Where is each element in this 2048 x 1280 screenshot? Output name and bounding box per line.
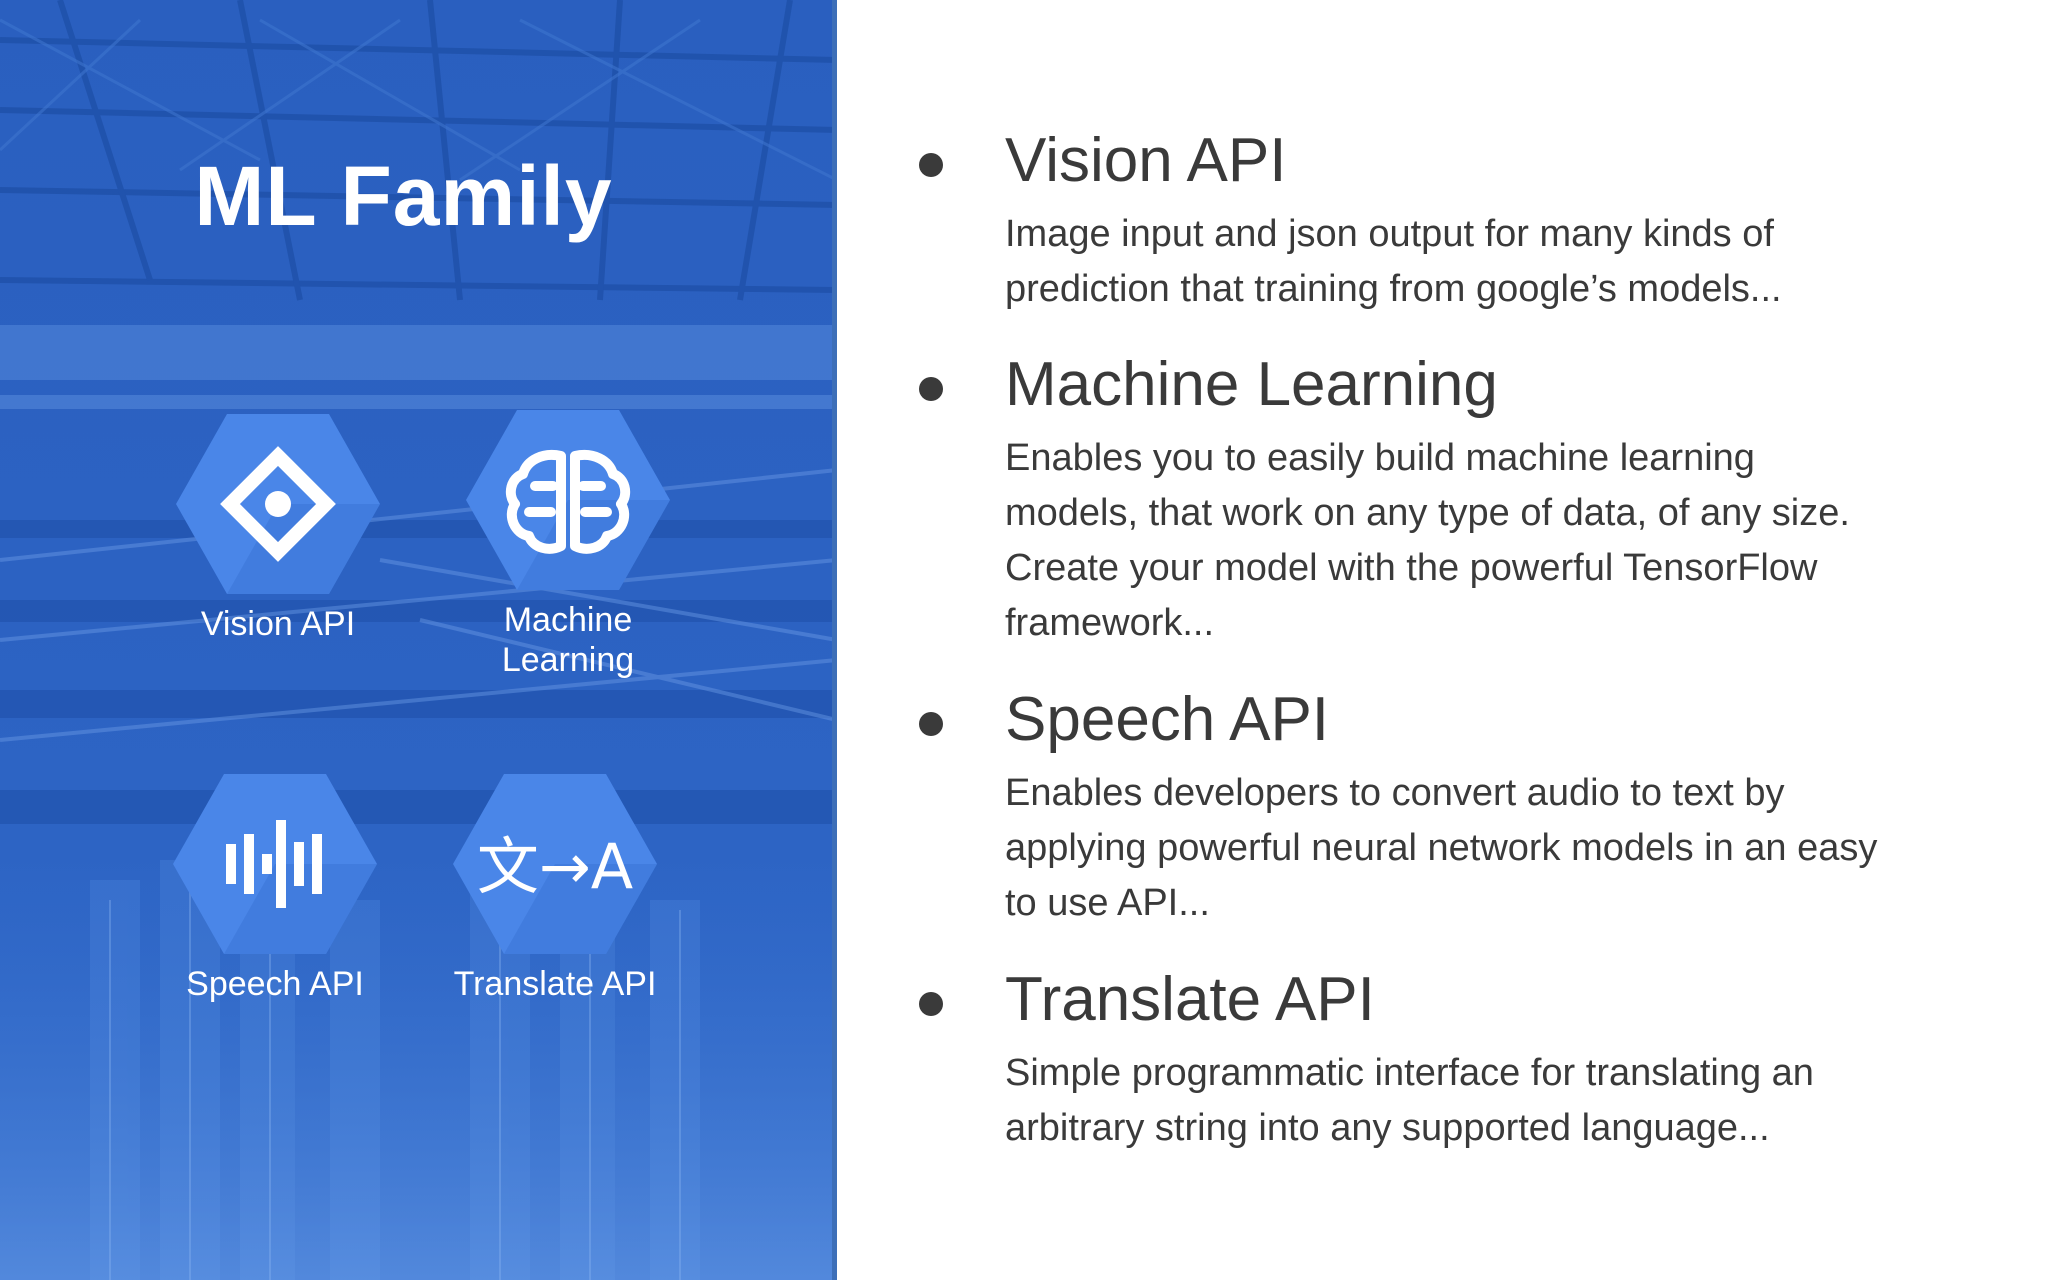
item-title: Vision API [1005, 126, 1287, 195]
product-translate-api: 文→A Translate API [425, 772, 685, 1004]
speech-hexagon [172, 772, 378, 956]
description-line: Create your model with the powerful Tens… [1005, 547, 1818, 589]
panel-title: ML Family [194, 149, 613, 243]
description-line: arbitrary string into any supported lang… [1005, 1107, 1770, 1149]
item-description: Simple programmatic interface for transl… [1005, 1046, 2005, 1156]
item-title: Translate API [1005, 965, 1375, 1034]
product-label: Machine Learning [438, 600, 698, 680]
product-speech-api: Speech API [145, 772, 405, 1004]
eye-icon [176, 414, 380, 594]
product-label: Vision API [200, 605, 356, 643]
panel-divider [832, 0, 837, 1280]
description-line: to use API... [1005, 882, 1210, 924]
ml-hexagon [465, 408, 671, 592]
description-line: models, that work on any type of data, o… [1005, 492, 1850, 534]
brain-icon [466, 410, 670, 590]
product-label-line2: Learning [501, 641, 635, 679]
item-description: Enables you to easily build machine lear… [1005, 431, 2005, 651]
product-label-line1: Machine [503, 601, 633, 639]
product-machine-learning: Machine Learning [438, 408, 698, 680]
left-panel: ML Family Vision API [0, 0, 837, 1280]
right-panel: Vision API Image input and json output f… [837, 0, 2048, 1280]
item-description: Image input and json output for many kin… [1005, 207, 2005, 317]
description-line: Enables you to easily build machine lear… [1005, 437, 1755, 479]
item-description: Enables developers to convert audio to t… [1005, 766, 2005, 931]
bullet-icon [919, 377, 943, 401]
description-line: framework... [1005, 602, 1215, 644]
description-line: Simple programmatic interface for transl… [1005, 1052, 1814, 1094]
bullet-icon [919, 992, 943, 1016]
product-label: Translate API [453, 965, 657, 1003]
product-label: Speech API [186, 965, 364, 1003]
description-line: applying powerful neural network models … [1005, 827, 1878, 869]
bullet-icon [919, 153, 943, 177]
item-title: Machine Learning [1005, 350, 1498, 419]
translate-icon: 文→A [453, 774, 657, 954]
description-line: Enables developers to convert audio to t… [1005, 772, 1785, 814]
waveform-icon [173, 774, 377, 954]
bullet-icon [919, 712, 943, 736]
translate-hexagon: 文→A [452, 772, 658, 956]
product-vision-api: Vision API [148, 412, 408, 644]
item-title: Speech API [1005, 685, 1330, 754]
description-line: prediction that training from google’s m… [1005, 268, 1782, 310]
description-line: Image input and json output for many kin… [1005, 213, 1774, 255]
vision-hexagon [175, 412, 381, 596]
datacenter-background-image [0, 0, 837, 1280]
translate-glyph: 文→A [477, 830, 633, 903]
